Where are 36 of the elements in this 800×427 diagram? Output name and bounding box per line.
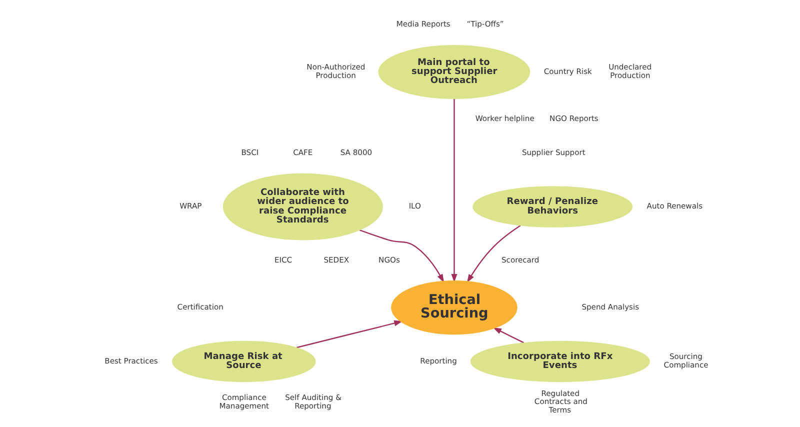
node-label: BSCI [241, 148, 259, 158]
node-ellipse: Collaborate with wider audience to raise Compliance Standards [222, 173, 383, 240]
node-label: WRAP [180, 202, 202, 211]
node-label: Compliance Management [219, 392, 270, 410]
node-label: Media Reports [396, 20, 450, 29]
node-ellipse: Incorporate into RFx Events [470, 340, 650, 382]
arrow [296, 320, 403, 348]
node-label: Country Risk [544, 66, 592, 76]
arrow [466, 225, 521, 283]
node-label: Self Auditing & Reporting [285, 392, 342, 410]
node-label: Worker helpline [475, 114, 534, 124]
node-label: Spend Analysis [582, 302, 640, 312]
node-label: Supplier Support [522, 148, 586, 158]
node-label: SEDEX [324, 255, 350, 264]
node-ellipse: Main portal to support Supplier Outreach [378, 44, 530, 99]
arrow [492, 327, 524, 344]
node-label: NGOs [378, 255, 400, 264]
node-label: Sourcing Compliance [664, 352, 708, 370]
node-label: Best Practices [104, 356, 158, 366]
node-label: Regulated Contracts and Terms [534, 388, 588, 414]
node-label: Auto Renewals [646, 202, 703, 211]
node-ellipse: Manage Risk at Source [172, 340, 316, 382]
node-label: SA 8000 [340, 148, 372, 158]
node-label: NGO Reports [550, 114, 598, 124]
arrow [451, 98, 458, 283]
node-label: CAFE [293, 148, 313, 158]
node-label: Non-Authorized Production [306, 62, 366, 80]
node-label: ILO [408, 202, 421, 211]
node-ellipse: Reward / Penalize Behaviors [472, 186, 633, 228]
node-label: Undeclared Production [608, 62, 652, 80]
node-label: Reporting [420, 356, 457, 366]
node-label: Certification [177, 302, 224, 312]
node-label: Scorecard [502, 255, 540, 264]
arrow [359, 230, 444, 283]
node-label: “Tip-Offs” [466, 20, 504, 29]
node-label: EICC [274, 255, 292, 264]
